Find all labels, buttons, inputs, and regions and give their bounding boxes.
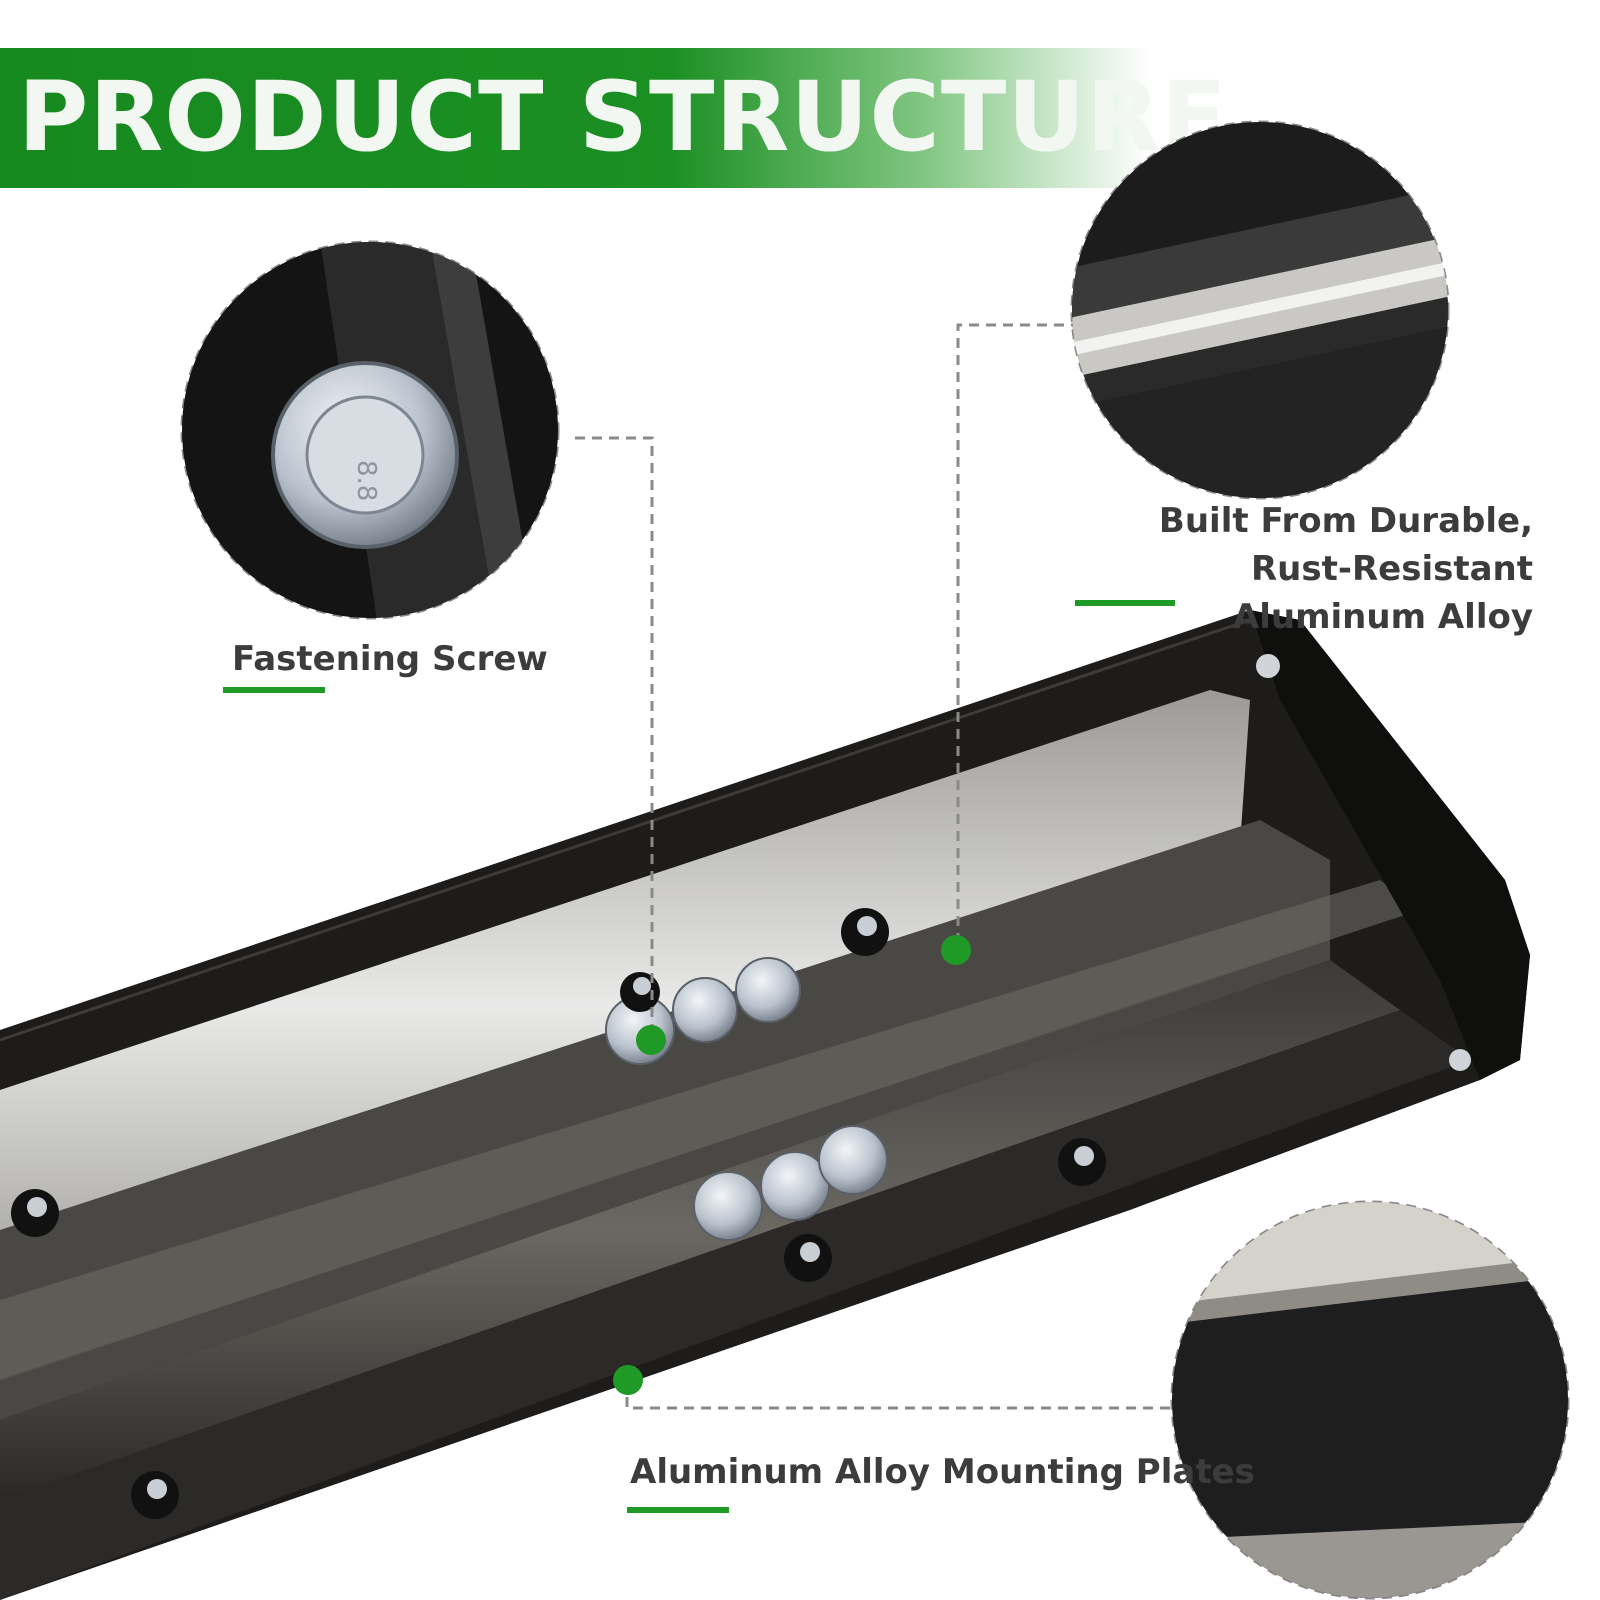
underline-fastening-screw: [223, 687, 325, 693]
board-bolts: [11, 654, 1471, 1519]
running-board: [0, 610, 1530, 1600]
label-mounting-plates: Aluminum Alloy Mounting Plates: [630, 1452, 1255, 1492]
label-durable-alloy: Built From Durable, Rust-Resistant Alumi…: [1158, 501, 1533, 637]
title-banner: [0, 48, 1150, 188]
underline-durable-alloy: [1075, 600, 1175, 606]
svg-text:8.8: 8.8: [351, 460, 381, 501]
label-fastening-screw: Fastening Screw: [232, 639, 548, 679]
aluminum-alloy-closeup: [1072, 122, 1448, 498]
underline-mounting-plates: [627, 1507, 729, 1513]
mounting-plate-closeup: [1172, 1202, 1568, 1598]
page-title: PRODUCT STRUCTURE: [18, 61, 1228, 173]
callout-dots: [613, 935, 971, 1395]
fastening-screw-closeup: 8.8: [182, 242, 558, 618]
